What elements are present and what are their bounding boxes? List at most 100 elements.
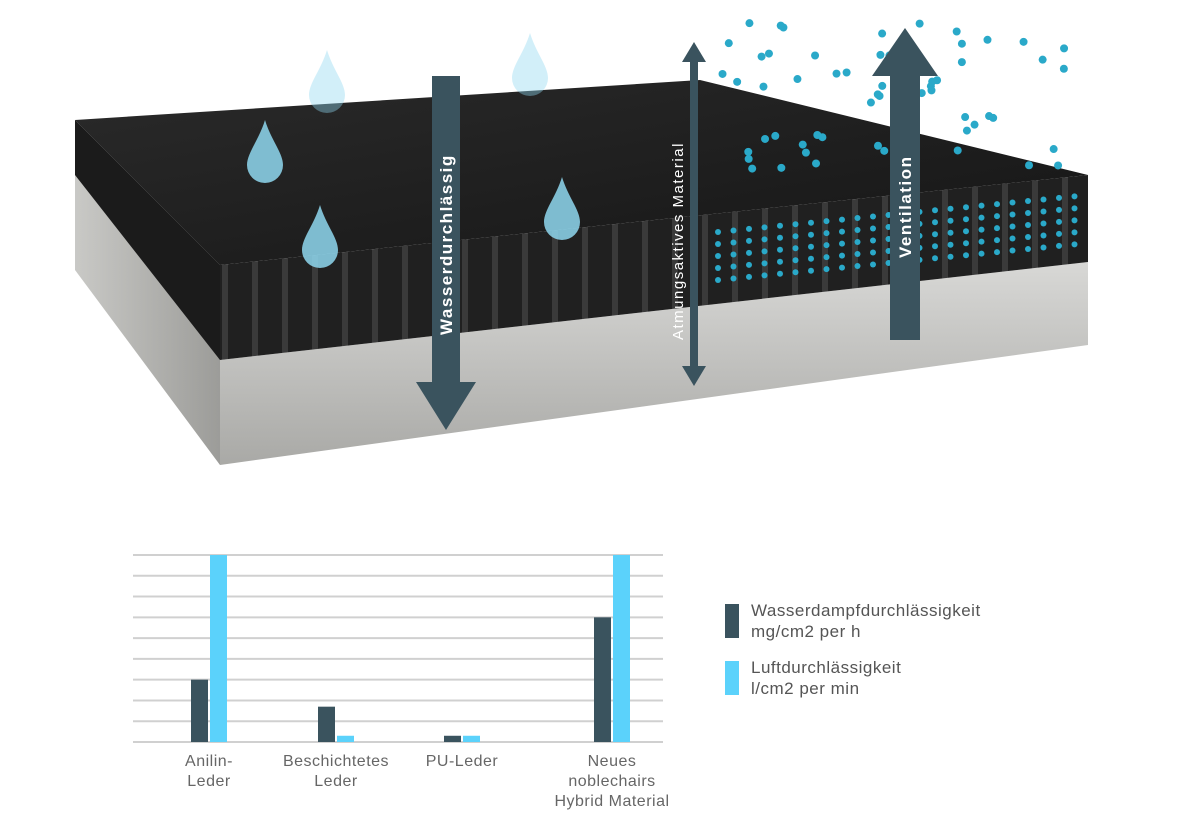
air-particle bbox=[854, 227, 861, 234]
air-particle bbox=[761, 248, 768, 255]
air-particle bbox=[748, 164, 757, 173]
air-particle bbox=[1019, 37, 1028, 46]
air-particle bbox=[764, 49, 773, 58]
air-particle bbox=[718, 69, 727, 78]
air-particle bbox=[808, 267, 814, 274]
air-particle bbox=[1056, 242, 1062, 249]
material-illustration: Wasserdurchlässig Atmungsaktives Materia… bbox=[75, 19, 1088, 465]
air-particle bbox=[715, 241, 721, 247]
air-particle bbox=[854, 263, 861, 270]
air-particle bbox=[870, 249, 876, 256]
air-particle bbox=[1071, 229, 1078, 236]
air-particle bbox=[842, 68, 851, 77]
air-particle bbox=[1040, 196, 1047, 203]
air-particle bbox=[870, 237, 876, 244]
x-tick-label: Anilin-Leder bbox=[185, 753, 233, 790]
air-particle bbox=[873, 90, 882, 99]
arrow-up-icon bbox=[682, 42, 706, 62]
air-particle bbox=[715, 277, 721, 283]
air-particle bbox=[761, 134, 770, 143]
air-particle bbox=[870, 261, 876, 268]
air-particle bbox=[777, 222, 783, 229]
air-particle bbox=[746, 273, 752, 280]
air-particle bbox=[808, 243, 814, 250]
air-particle bbox=[978, 214, 985, 221]
air-particle bbox=[798, 140, 807, 149]
air-particle bbox=[777, 246, 783, 253]
air-particle bbox=[970, 120, 979, 129]
air-particle bbox=[957, 39, 966, 48]
air-particle bbox=[994, 213, 1000, 220]
air-particle bbox=[933, 76, 942, 85]
legend-label: Wasserdampfdurchlässigkeit mg/cm2 per h bbox=[751, 601, 981, 641]
air-particle bbox=[978, 238, 985, 245]
air-particle bbox=[808, 255, 814, 262]
ventilation-label: Ventilation bbox=[896, 156, 915, 258]
air-particle bbox=[994, 225, 1000, 232]
water-drop-icon bbox=[302, 205, 338, 268]
air-particle bbox=[1054, 161, 1063, 170]
air-particle bbox=[1025, 210, 1031, 216]
air-particle bbox=[1009, 235, 1016, 242]
air-particle bbox=[854, 251, 861, 258]
air-particle bbox=[746, 225, 752, 232]
air-particle bbox=[953, 146, 962, 155]
air-particle bbox=[1059, 64, 1068, 73]
bar-air bbox=[210, 555, 227, 742]
air-particle bbox=[952, 27, 961, 36]
air-particle bbox=[963, 216, 969, 223]
air-particle bbox=[1056, 230, 1062, 237]
air-particle bbox=[1009, 223, 1016, 230]
air-particle bbox=[994, 249, 1000, 256]
air-particle bbox=[730, 263, 737, 270]
air-particle bbox=[792, 269, 799, 276]
water-drop-icon bbox=[309, 50, 345, 113]
legend-swatch bbox=[725, 661, 739, 695]
air-particle bbox=[777, 163, 786, 172]
air-particle bbox=[715, 229, 721, 235]
air-particle bbox=[947, 253, 954, 260]
air-particle bbox=[1025, 198, 1031, 204]
air-particle bbox=[813, 130, 822, 139]
air-particle bbox=[870, 213, 876, 220]
air-particle bbox=[1009, 199, 1016, 206]
air-particle bbox=[761, 260, 768, 267]
arrow-up-icon bbox=[872, 28, 938, 76]
air-particle bbox=[801, 148, 810, 157]
air-particle bbox=[1040, 232, 1047, 239]
water-drops bbox=[247, 33, 580, 268]
air-particle bbox=[823, 266, 830, 273]
air-particle bbox=[932, 243, 938, 250]
air-particle bbox=[932, 231, 938, 238]
arrow-down-icon bbox=[682, 366, 706, 386]
air-particle bbox=[761, 272, 768, 279]
water-drop-icon bbox=[247, 120, 283, 183]
air-particle bbox=[776, 21, 785, 30]
air-particle bbox=[1025, 234, 1031, 240]
air-particle bbox=[777, 258, 783, 265]
air-particle bbox=[777, 234, 783, 241]
air-particle bbox=[839, 264, 845, 271]
water-drop-icon bbox=[512, 33, 548, 96]
air-particle bbox=[1071, 241, 1078, 248]
air-particle bbox=[811, 51, 820, 60]
air-particle bbox=[978, 202, 985, 209]
air-particle bbox=[870, 225, 876, 232]
air-particle bbox=[932, 255, 938, 262]
air-particle bbox=[823, 218, 830, 225]
air-particle bbox=[963, 252, 969, 259]
air-particle bbox=[715, 265, 721, 271]
air-particle bbox=[823, 230, 830, 237]
bar-water-vapor bbox=[594, 617, 611, 742]
air-particle bbox=[957, 58, 966, 67]
air-particle bbox=[1056, 206, 1062, 213]
legend-swatch bbox=[725, 604, 739, 638]
air-particle bbox=[978, 250, 985, 257]
air-particle bbox=[1025, 246, 1031, 252]
air-particle bbox=[792, 257, 799, 264]
air-particle bbox=[947, 217, 954, 224]
air-particle bbox=[962, 126, 971, 135]
air-particle bbox=[915, 19, 924, 28]
air-particle bbox=[985, 112, 994, 121]
